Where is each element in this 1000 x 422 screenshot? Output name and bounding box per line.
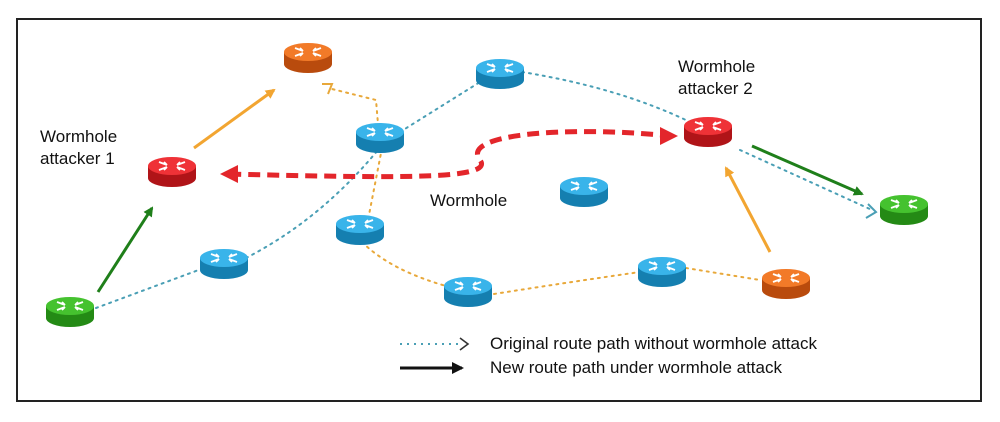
original-path-segment	[361, 241, 447, 287]
wormhole-arrowhead-left	[220, 165, 238, 183]
label-line: attacker 2	[678, 79, 753, 98]
attack-route-arrow	[724, 166, 772, 253]
router-blue	[335, 214, 385, 246]
label-line: Wormhole	[40, 127, 118, 146]
original-path-segment	[739, 149, 873, 211]
router-attacker-2	[683, 116, 733, 148]
legend-dotted-arrowhead	[459, 337, 470, 351]
original-path-segment	[95, 267, 205, 309]
label-line: attacker 1	[40, 149, 115, 168]
legend-original-path-text: Original route path without wormhole att…	[490, 334, 817, 353]
dotted-arrowhead	[322, 83, 334, 95]
router-blue	[199, 248, 249, 280]
router-blue	[559, 176, 609, 208]
legend-new-path-text: New route path under wormhole attack	[490, 358, 782, 377]
router-blue	[637, 256, 687, 288]
router-attacker-1	[147, 156, 197, 188]
original-path-segment	[245, 149, 379, 259]
label-line: Wormhole	[678, 57, 756, 76]
router-blue	[355, 122, 405, 154]
original-path-segment	[493, 271, 641, 295]
attack-route-arrow	[96, 206, 154, 293]
label-wormhole-attacker-2: Wormhole attacker 2	[678, 56, 755, 100]
original-path-segment	[367, 147, 383, 221]
dotted-arrowhead	[865, 203, 878, 219]
router-orange-top	[283, 42, 333, 74]
label-wormhole-attacker-1: Wormhole attacker 1	[40, 126, 117, 170]
attack-route-arrow	[193, 88, 276, 150]
router-orange-bottom	[761, 268, 811, 300]
router-blue	[475, 58, 525, 90]
wormhole-tunnel	[225, 129, 673, 180]
wormhole-arrowhead-right	[660, 127, 678, 145]
router-green-destination	[879, 194, 929, 226]
original-path-segment	[685, 267, 761, 281]
attack-route-arrow	[751, 144, 864, 196]
original-path-segment	[521, 71, 691, 123]
original-path-segment	[399, 81, 481, 133]
label-wormhole: Wormhole	[430, 191, 508, 210]
router-blue	[443, 276, 493, 308]
router-green-source	[45, 296, 95, 328]
